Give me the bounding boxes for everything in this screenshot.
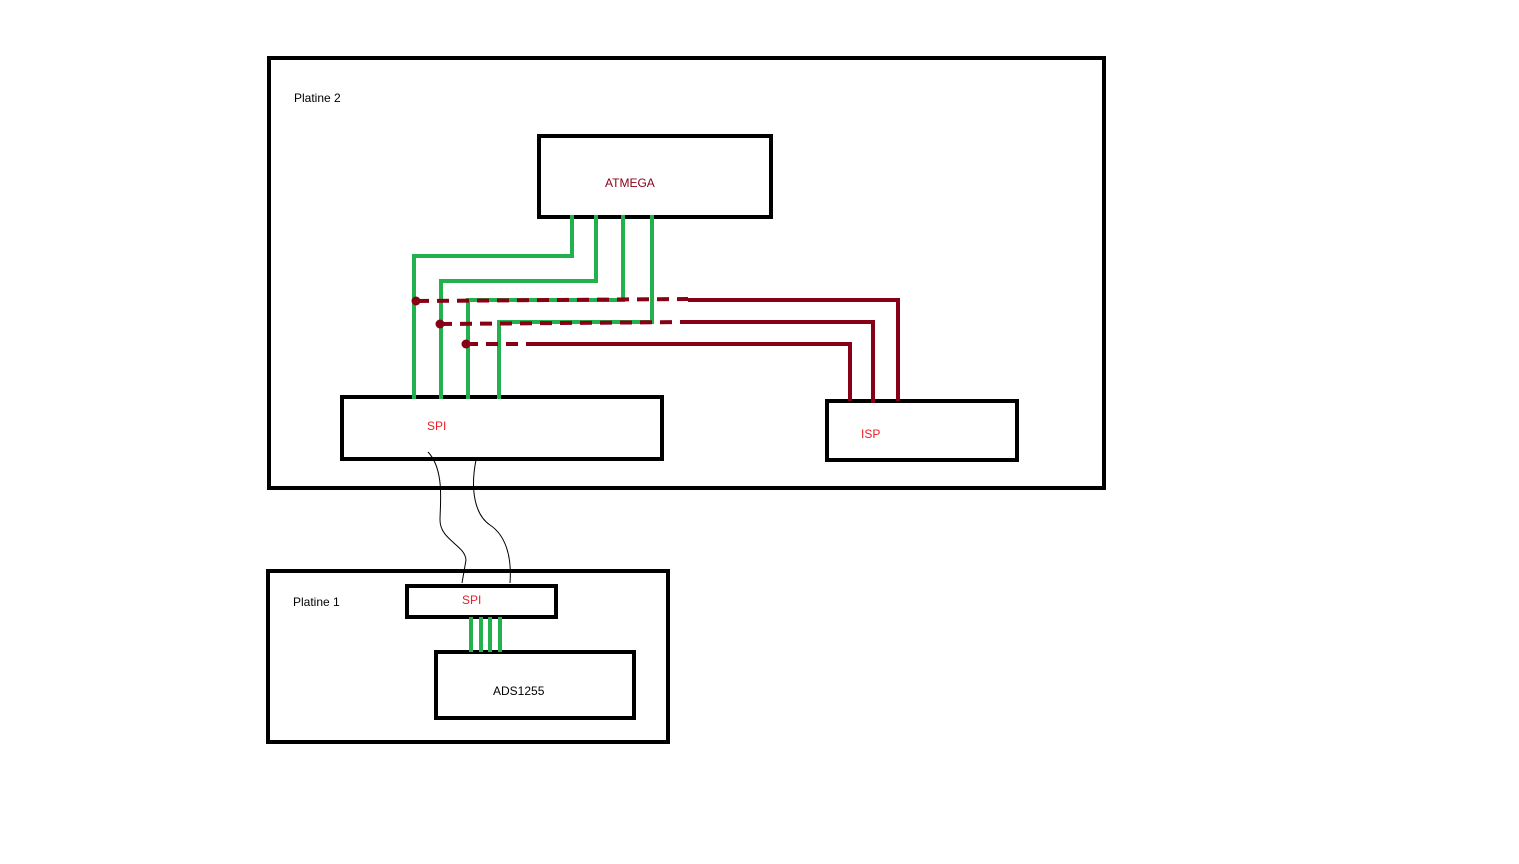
ads-wires xyxy=(469,617,502,652)
spi-top-block xyxy=(340,395,664,461)
junction-dot-2 xyxy=(435,319,445,329)
spi-top-label: SPI xyxy=(427,419,446,433)
isp-dash-1 xyxy=(416,297,689,303)
junction-dot-3 xyxy=(461,339,471,349)
spi-bottom-block xyxy=(405,584,558,619)
cable-wire-1 xyxy=(427,451,467,584)
atmega-label: ATMEGA xyxy=(605,176,655,190)
isp-block xyxy=(825,399,1019,462)
spi-wire-3 xyxy=(466,215,625,399)
platine2-board xyxy=(267,56,1106,490)
isp-wire-2 xyxy=(686,320,875,403)
spi-wire-2 xyxy=(439,215,598,399)
isp-label: ISP xyxy=(861,427,880,441)
isp-wire-3 xyxy=(527,342,852,401)
ads-label: ADS1255 xyxy=(493,684,545,698)
platine1-label: Platine 1 xyxy=(293,595,340,609)
atmega-block xyxy=(537,134,773,219)
isp-dash-2 xyxy=(439,320,687,326)
spi-cable xyxy=(427,451,511,584)
cable-wire-2 xyxy=(473,459,511,584)
platine1-board xyxy=(266,569,670,744)
spi-wire-1 xyxy=(412,215,574,399)
isp-wires xyxy=(416,297,900,403)
junction-dot-1 xyxy=(411,296,421,306)
spi-bottom-label: SPI xyxy=(462,593,481,607)
isp-junctions xyxy=(411,296,471,349)
ads-block xyxy=(434,650,636,720)
isp-wire-1 xyxy=(688,298,900,401)
spi-wires xyxy=(412,215,654,399)
platine2-label: Platine 2 xyxy=(294,91,341,105)
spi-wire-4 xyxy=(497,215,654,399)
